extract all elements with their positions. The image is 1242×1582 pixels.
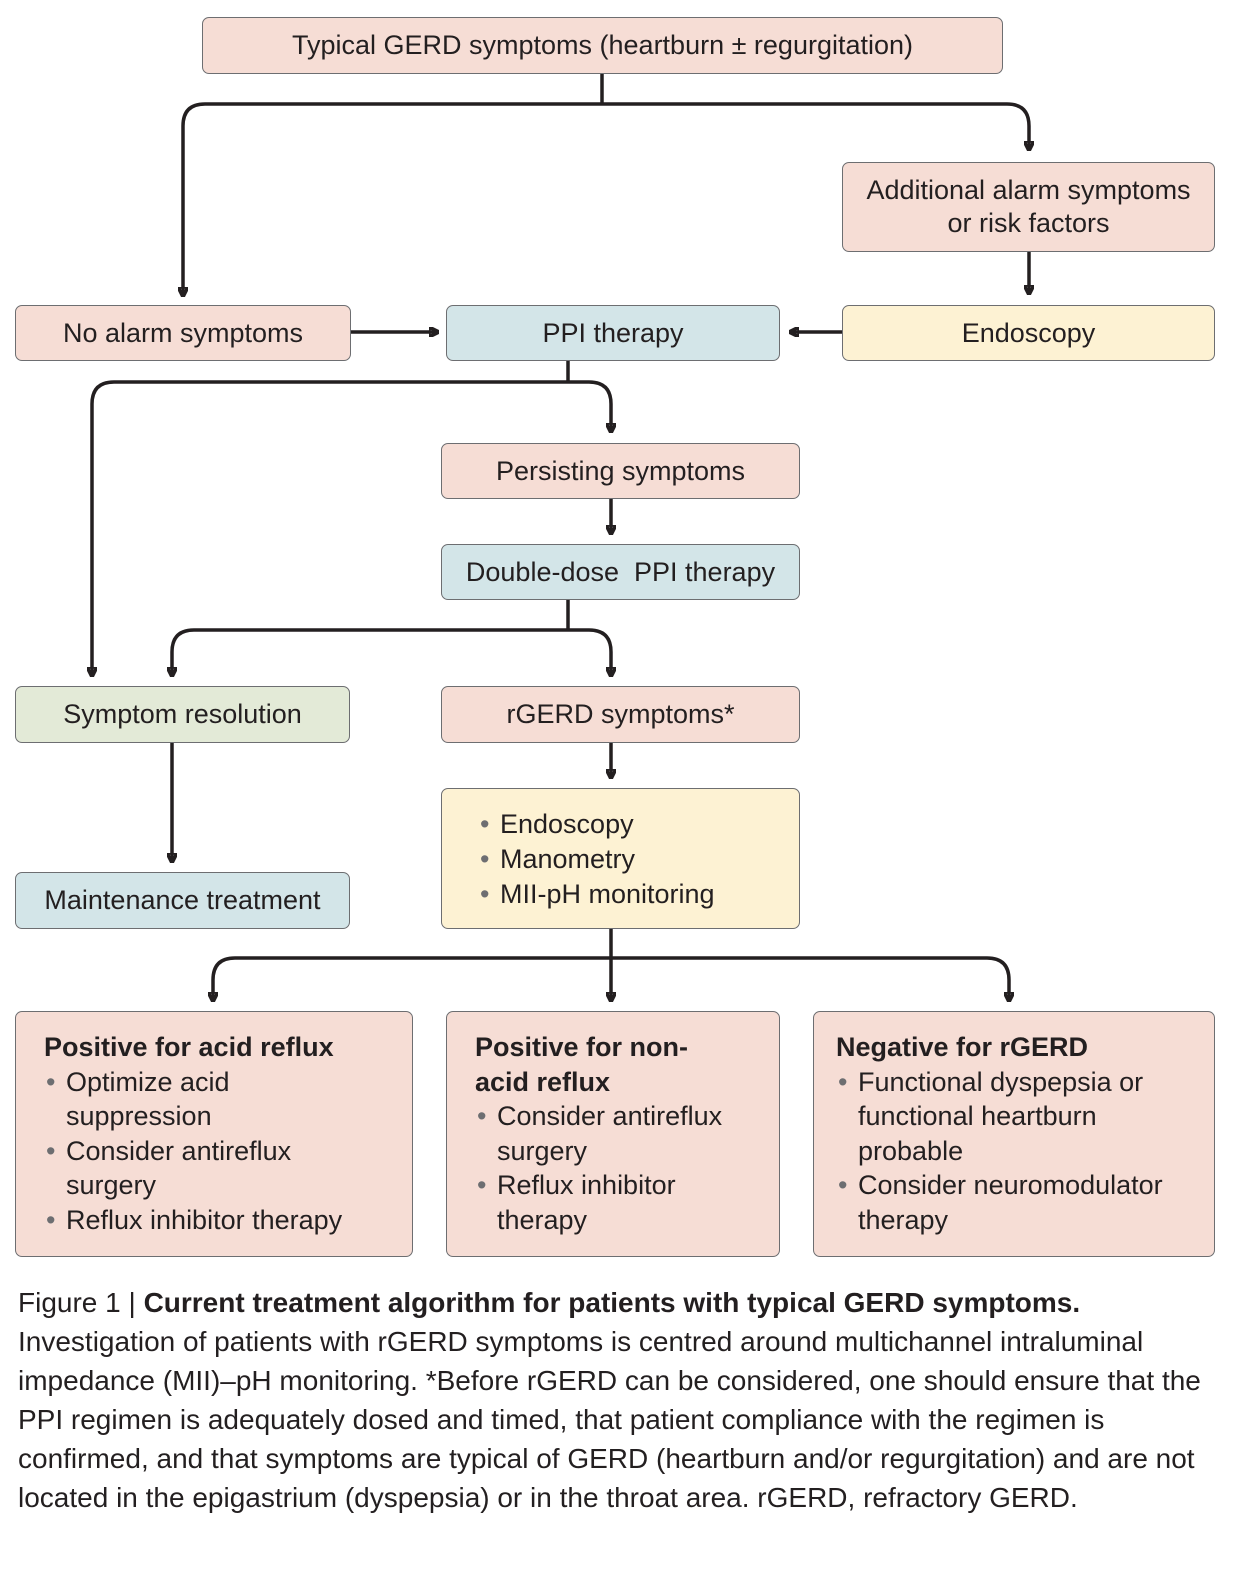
outcome-item: Consider neuromodulator therapy [836,1168,1200,1237]
outcome-item: Consider antireflux surgery [475,1099,767,1168]
arrow-ppi-to-persisting [568,380,611,432]
arrow-tests-to-acid [213,956,611,1001]
arrow-tests-to-negative [611,956,1009,1001]
arrow-double-to-rgerd [568,628,611,676]
outcome-negative-list: Functional dyspepsia or functional heart… [836,1065,1200,1238]
investigation-item: MII-pH monitoring [478,877,789,912]
ppi-therapy-box: PPI therapy [446,305,780,361]
symptom-resolution-label: Symptom resolution [63,699,302,729]
typical-gerd-symptoms-label: Typical GERD symptoms (heartburn ± regur… [291,30,914,60]
outcome-item: Optimize acid suppression [44,1065,256,1134]
arrow-to-alarm [602,102,1029,150]
outcome-non-acid-reflux-heading: Positive for non-acid reflux [475,1032,689,1097]
outcome-item: Consider antireflux surgery [44,1134,336,1203]
arrow-to-no-alarm [183,102,602,296]
no-alarm-symptoms-label: No alarm symptoms [62,317,304,348]
endoscopy-label: Endoscopy [961,317,1096,348]
double-dose-ppi-box: Double-dose PPI therapy [441,544,800,600]
rgerd-symptoms-label: rGERD symptoms* [506,699,735,729]
endoscopy-box: Endoscopy [842,305,1215,361]
outcome-non-acid-reflux-box: Positive for non-acid reflux Consider an… [446,1011,780,1257]
outcome-item: Reflux inhibitor therapy [44,1203,398,1238]
alarm-symptoms-box: Additional alarm symptoms or risk factor… [842,162,1215,252]
figure-caption-text: Investigation of patients with rGERD sym… [18,1326,1201,1513]
typical-gerd-symptoms-box: Typical GERD symptoms (heartburn ± regur… [202,17,1003,74]
ppi-therapy-label: PPI therapy [542,317,684,348]
outcome-item: Reflux inhibitor therapy [475,1168,727,1237]
outcome-non-acid-reflux-list: Consider antireflux surgery Reflux inhib… [475,1099,765,1237]
outcome-item: Functional dyspepsia or functional heart… [836,1065,1178,1169]
arrow-ppi-to-resolution [92,380,568,676]
rgerd-symptoms-box: rGERD symptoms* [441,686,800,743]
investigations-list: Endoscopy Manometry MII-pH monitoring [478,807,789,912]
no-alarm-symptoms-box: No alarm symptoms [15,305,351,361]
outcome-acid-reflux-list: Optimize acid suppression Consider antir… [44,1065,398,1238]
figure-caption: Figure 1 | Current treatment algorithm f… [18,1283,1223,1517]
figure-label: Figure 1 | [18,1287,144,1318]
investigation-item: Manometry [478,842,789,877]
investigations-box: Endoscopy Manometry MII-pH monitoring [441,788,800,929]
symptom-resolution-box: Symptom resolution [15,686,350,743]
arrow-double-to-resolution [172,628,568,676]
investigation-item: Endoscopy [478,807,789,842]
figure-title: Current treatment algorithm for patients… [143,1287,1081,1318]
outcome-negative-box: Negative for rGERD Functional dyspepsia … [813,1011,1215,1257]
outcome-negative-heading: Negative for rGERD [836,1032,1089,1062]
alarm-symptoms-label: Additional alarm symptoms or risk factor… [866,175,1191,238]
outcome-acid-reflux-heading: Positive for acid reflux [44,1032,334,1062]
outcome-acid-reflux-box: Positive for acid reflux Optimize acid s… [15,1011,413,1257]
persisting-symptoms-label: Persisting symptoms [495,455,746,486]
maintenance-treatment-box: Maintenance treatment [15,872,350,929]
double-dose-ppi-label: Double-dose PPI therapy [465,556,776,587]
maintenance-treatment-label: Maintenance treatment [44,885,321,915]
persisting-symptoms-box: Persisting symptoms [441,443,800,499]
